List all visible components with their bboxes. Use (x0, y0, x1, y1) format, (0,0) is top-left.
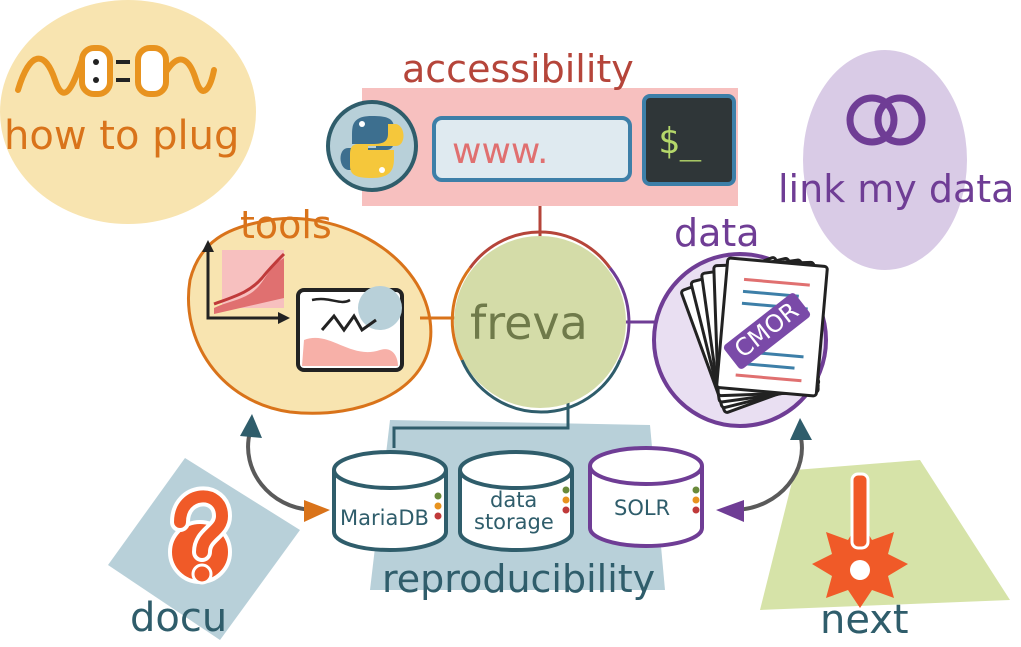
data-storage-label-line2: storage (474, 510, 554, 534)
freva-ring-storage (460, 359, 622, 414)
data-storage-label-line1: data (490, 488, 538, 512)
freva-ring-tools (450, 267, 472, 361)
url-box[interactable] (432, 116, 632, 182)
map-icon[interactable] (296, 286, 404, 372)
freva-ring-data (608, 267, 631, 361)
cmor-badge (723, 293, 811, 369)
storage-connector (392, 398, 570, 448)
freva-circle[interactable] (454, 236, 626, 408)
docu-label: docu (130, 595, 228, 641)
python-icon[interactable] (326, 100, 418, 192)
reproducibility-label: reproducibility (382, 557, 656, 601)
tools-storage-arrow (240, 414, 330, 522)
question-mark-icon[interactable] (168, 486, 233, 585)
url-box-text: www. (452, 131, 549, 172)
data-storage-arrow (716, 418, 812, 522)
next-trapezoid (760, 460, 1010, 610)
terminal-icon[interactable] (642, 94, 736, 186)
link-rings-icon[interactable] (846, 94, 926, 146)
chart-icon[interactable] (202, 240, 290, 324)
exclamation-icon[interactable] (812, 472, 908, 608)
next-label: next (820, 597, 909, 643)
how-to-plug-blob (0, 0, 256, 224)
data-label: data (674, 211, 760, 255)
database-icon-mariadb[interactable] (332, 450, 448, 552)
plug-icon (15, 45, 217, 97)
database-icon-solr[interactable] (588, 446, 704, 548)
freva-ring-accessibility (468, 230, 612, 269)
document-stack-icon[interactable] (652, 252, 829, 428)
database-icon-data-storage[interactable] (458, 450, 574, 552)
tools-label: tools (240, 203, 332, 247)
terminal-prompt: $_ (658, 121, 702, 162)
mariadb-label: MariaDB (340, 506, 429, 530)
how-to-plug-label: how to plug (4, 113, 240, 159)
solr-label: SOLR (614, 496, 671, 520)
plug-pins (93, 59, 130, 83)
accessibility-title: accessibility (402, 47, 634, 91)
freva-label: freva (470, 296, 588, 350)
link-my-data-blob (803, 50, 967, 270)
link-my-data-label: link my data (778, 167, 1015, 211)
